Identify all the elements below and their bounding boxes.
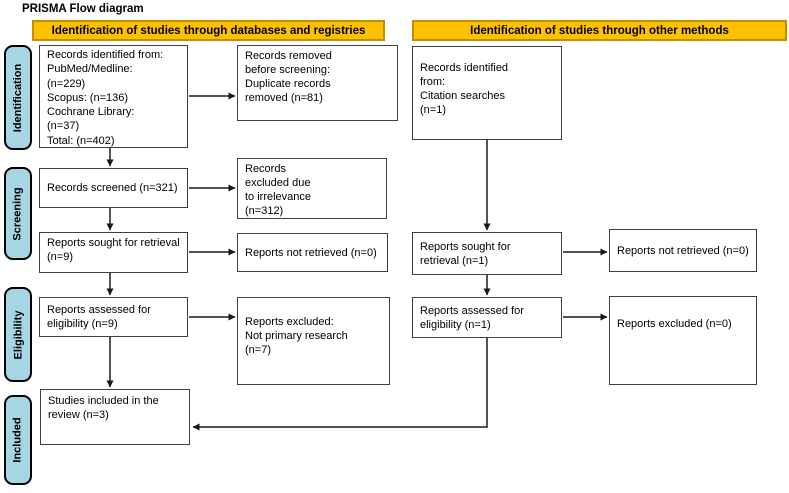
banner-databases-label: Identification of studies through databa… — [51, 24, 366, 37]
stage-label-screening: Screening — [4, 167, 32, 260]
stage-label-identification: Identification — [4, 45, 32, 150]
banner-other-methods: Identification of studies through other … — [412, 20, 787, 41]
stage-included-text: Included — [12, 417, 25, 463]
box-records-excluded-irrelevance: Records excluded due to irrelevance (n=3… — [237, 158, 387, 219]
stage-screening-text: Screening — [12, 186, 24, 241]
stage-identification-text: Identification — [12, 63, 25, 132]
box-reports-assessed-other: Reports assessed for eligibility (n=1) — [412, 297, 562, 338]
box-reports-excluded-databases: Reports excluded: Not primary research (… — [237, 297, 390, 385]
box-reports-not-retrieved-databases: Reports not retrieved (n=0) — [237, 233, 388, 272]
box-studies-included: Studies included in the review (n=3) — [40, 389, 190, 445]
box-records-removed-before-screening: Records removed before screening: Duplic… — [237, 45, 398, 121]
box-reports-assessed-databases: Reports assessed for eligibility (n=9) — [39, 297, 188, 337]
box-records-identified-databases: Records identified from: PubMed/Medline:… — [39, 45, 188, 148]
diagram-title: PRISMA Flow diagram — [22, 3, 144, 15]
box-reports-sought-other: Reports sought for retrieval (n=1) — [412, 232, 562, 275]
box-records-screened: Records screened (n=321) — [39, 168, 188, 208]
stage-eligibility-text: Eligibility — [12, 310, 24, 359]
box-reports-sought-databases: Reports sought for retrieval (n=9) — [39, 232, 188, 273]
banner-databases-registries: Identification of studies through databa… — [32, 20, 385, 41]
box-reports-excluded-other: Reports excluded (n=0) — [609, 296, 757, 385]
box-records-identified-other: Records identified from: Citation search… — [412, 46, 562, 140]
banner-other-label: Identification of studies through other … — [470, 24, 729, 37]
stage-label-eligibility: Eligibility — [4, 287, 32, 382]
stage-label-included: Included — [4, 395, 32, 485]
box-reports-not-retrieved-other: Reports not retrieved (n=0) — [609, 229, 757, 272]
